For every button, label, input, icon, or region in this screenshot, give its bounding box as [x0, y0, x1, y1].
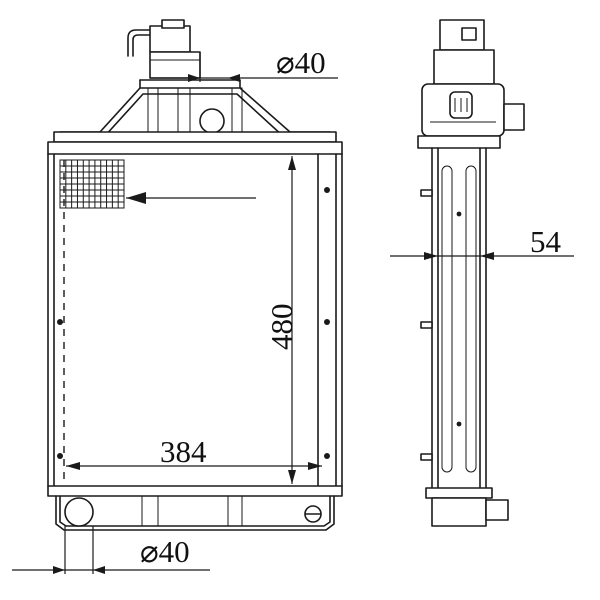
fin-grid	[59, 159, 125, 209]
side-lower-tank	[425, 487, 509, 527]
side-upper-tank	[417, 83, 525, 149]
side-view: 54	[390, 19, 574, 527]
upper-tank	[47, 79, 343, 155]
core-depth-label: 54	[530, 224, 562, 259]
outlet-diameter-label: ⌀40	[140, 534, 190, 569]
core-height-label: 480	[264, 304, 299, 351]
core-depth-dimension: 54	[390, 224, 574, 260]
side-filler-cap	[433, 19, 495, 85]
cap-diameter-dimension: ⌀40	[150, 45, 338, 82]
outlet-diameter-dimension: ⌀40	[12, 526, 210, 574]
airflow-arrow	[126, 192, 256, 204]
core-height-dimension: 480	[264, 156, 299, 484]
core-width-dimension: 384	[66, 434, 322, 470]
side-core	[420, 147, 487, 489]
lower-tank	[55, 495, 335, 531]
filler-cap	[127, 19, 201, 79]
front-view: ⌀40 480 384 ⌀40	[12, 19, 343, 574]
radiator-core	[47, 153, 343, 497]
cap-diameter-label: ⌀40	[276, 45, 326, 80]
core-width-label: 384	[160, 434, 207, 469]
